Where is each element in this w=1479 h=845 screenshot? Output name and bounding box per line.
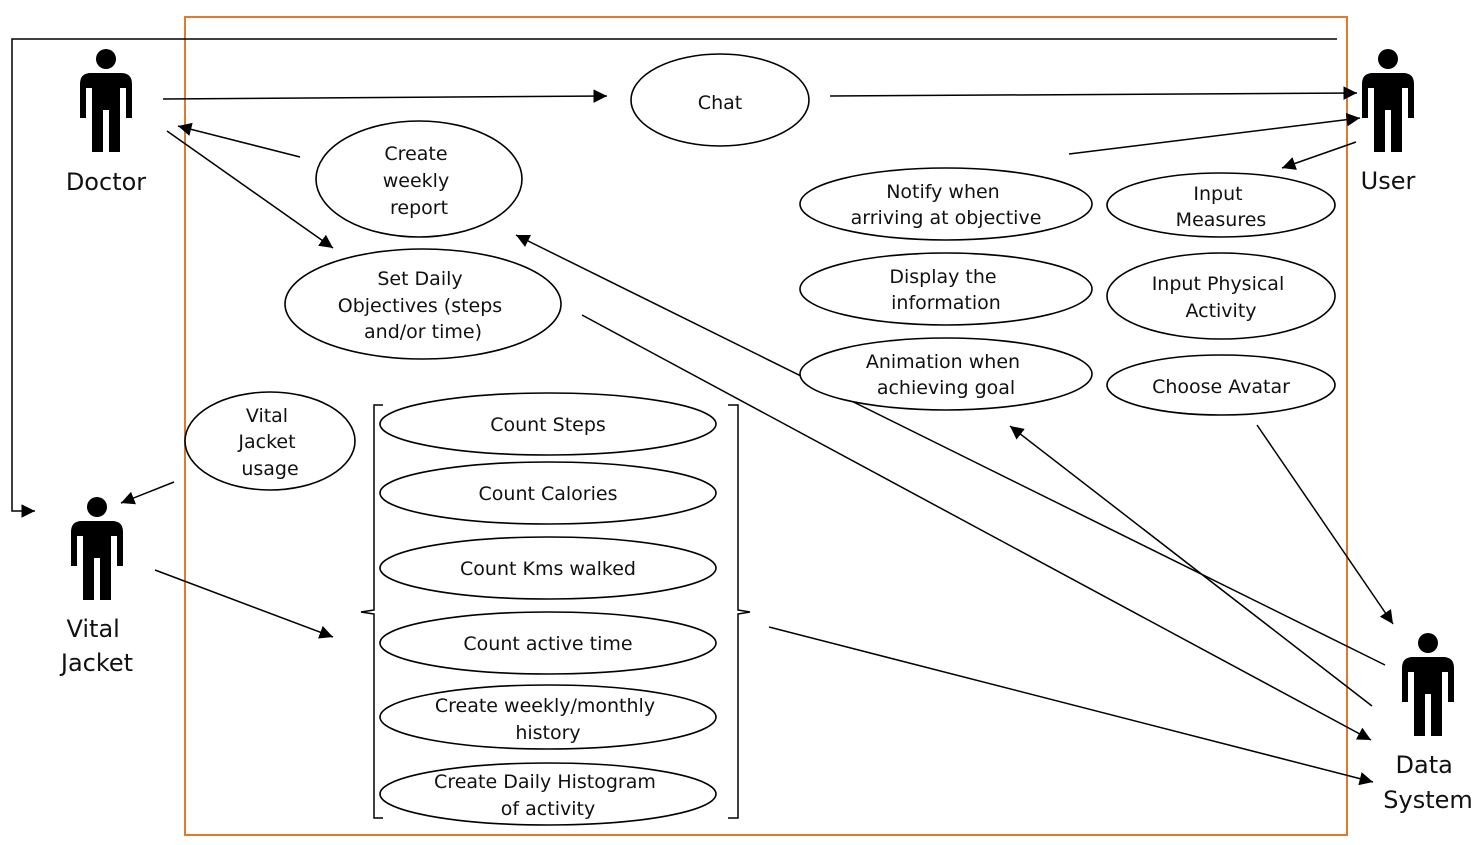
use-case-weekly-monthly-history-line: history	[515, 722, 580, 744]
right-bracket	[728, 404, 751, 819]
use-case-count-active-time[interactable]: Count active time	[379, 611, 717, 675]
svg-text:Chat: Chat	[698, 92, 742, 114]
use-case-animation-goal-line: achieving goal	[877, 377, 1015, 399]
use-case-weekly-monthly-history-line: Create weekly/monthly	[435, 695, 655, 717]
use-case-input-physical-activity-line: Input Physical	[1152, 273, 1285, 295]
use-case-count-steps[interactable]: Count Steps	[379, 392, 717, 456]
use-case-count-steps-line: Count Steps	[490, 414, 606, 436]
use-case-count-calories[interactable]: Count Calories	[379, 461, 717, 525]
use-case-notify-objective-line: Notify when	[886, 181, 1000, 203]
arrow-chat-to-user	[829, 86, 1358, 100]
svg-text:Display the informatio: Display the information	[889, 266, 1002, 314]
svg-text:Input Measures: Input Measures	[1176, 183, 1267, 231]
arrow-user-to-input-measures	[1281, 141, 1357, 170]
stick-figure-icon	[71, 497, 123, 600]
actor-data-system-label: Data System	[1383, 751, 1473, 814]
svg-text:Input Physical Activit: Input Physical Activity	[1152, 273, 1291, 322]
use-case-input-measures[interactable]: Input Measures	[1106, 172, 1336, 238]
arrow-data-system-to-report	[515, 234, 1386, 666]
svg-text:Choose Avatar: Choose Avatar	[1152, 376, 1290, 398]
arrow-counters-to-data-system	[768, 626, 1374, 786]
use-case-count-kms-line: Count Kms walked	[460, 558, 636, 580]
use-case-set-daily-objectives[interactable]: Set Daily Objectives (steps and/or time)	[284, 248, 562, 360]
use-cases: Chat Create weekly report Set Daily Obje…	[184, 53, 1336, 826]
svg-text:Create Daily Histogram: Create Daily Histogram of activity	[434, 771, 662, 820]
arrow-to-user	[1068, 112, 1361, 155]
actor-doctor[interactable]	[80, 49, 132, 152]
system-boundary	[184, 16, 1348, 836]
use-case-create-weekly-report-line: report	[390, 197, 448, 219]
actor-vital-jacket[interactable]	[71, 497, 123, 600]
use-case-set-daily-objectives-line: and/or time)	[364, 321, 482, 343]
arrow-data-system-to-animation	[1009, 425, 1373, 707]
actor-user-label: User	[1361, 167, 1416, 195]
use-case-create-weekly-report[interactable]: Create weekly report	[315, 120, 523, 238]
use-case-daily-histogram-line: of activity	[501, 798, 595, 820]
use-case-set-daily-objectives-line: Objectives (steps	[338, 295, 502, 317]
use-case-count-kms[interactable]: Count Kms walked	[379, 536, 717, 600]
use-case-notify-objective[interactable]: Notify when arriving at objective	[799, 167, 1093, 241]
svg-text:Set Daily Objectives (: Set Daily Objectives (steps and/or time)	[338, 268, 509, 343]
actor-data-system[interactable]	[1402, 633, 1454, 736]
svg-text:Count active time: Count active time	[463, 633, 632, 655]
use-case-chat[interactable]: Chat	[630, 53, 810, 147]
use-case-vital-jacket-usage-line: usage	[241, 458, 298, 480]
use-case-vital-jacket-usage-line: Vital	[246, 405, 288, 427]
actor-vital-jacket-label-line: Jacket	[59, 649, 133, 677]
arrow-vital-jacket-to-counters	[154, 569, 334, 639]
actor-doctor-label: Doctor	[66, 168, 146, 196]
svg-text:Create weekly/monthly: Create weekly/monthly history	[435, 695, 661, 744]
use-case-input-physical-activity-line: Activity	[1185, 300, 1256, 322]
actor-vital-jacket-label-line: Vital	[67, 615, 120, 643]
arrow-objectives-to-data-system	[581, 314, 1372, 741]
use-case-choose-avatar[interactable]: Choose Avatar	[1106, 354, 1336, 416]
use-case-count-active-time-line: Count active time	[463, 633, 632, 655]
use-case-animation-goal[interactable]: Animation when achieving goal	[799, 337, 1093, 411]
use-case-notify-objective-line: arriving at objective	[851, 207, 1042, 229]
svg-text:Count Kms walked: Count Kms walked	[460, 558, 636, 580]
use-case-vital-jacket-usage[interactable]: Vital Jacket usage	[184, 391, 356, 491]
actor-vital-jacket-label: Vital Jacket	[59, 615, 133, 677]
actor-user[interactable]	[1362, 49, 1414, 152]
use-case-chat-line: Chat	[698, 92, 742, 114]
svg-text:Count Calories: Count Calories	[479, 483, 618, 505]
use-case-daily-histogram-line: Create Daily Histogram	[434, 771, 656, 793]
use-case-create-weekly-report-line: Create	[384, 143, 447, 165]
arrow-usage-to-vital-jacket	[120, 481, 175, 505]
use-case-input-measures-line: Measures	[1176, 209, 1267, 231]
svg-text:Notify when arriving a: Notify when arriving at objective	[851, 181, 1042, 229]
left-bracket	[360, 404, 383, 819]
actor-data-system-label-line: System	[1383, 786, 1473, 814]
arrow-doctor-to-objectives	[166, 130, 334, 249]
use-case-input-physical-activity[interactable]: Input Physical Activity	[1106, 252, 1336, 340]
use-case-display-information-line: Display the	[889, 266, 996, 288]
use-case-display-information[interactable]: Display the information	[799, 252, 1093, 326]
arrow-doctor-to-chat	[162, 89, 608, 103]
use-case-input-measures-line: Input	[1193, 183, 1242, 205]
svg-text:Create weekly: Create weekly report	[383, 143, 456, 219]
use-case-weekly-monthly-history[interactable]: Create weekly/monthly history	[379, 684, 717, 750]
stick-figure-icon	[1362, 49, 1414, 152]
svg-text:Count Steps: Count Steps	[490, 414, 606, 436]
arrow-avatar-to-data-system	[1256, 424, 1394, 625]
svg-text:Animation when achievi: Animation when achieving goal	[866, 351, 1026, 399]
doctor-to-vital-jacket-connector	[11, 38, 1337, 518]
use-case-vital-jacket-usage-line: Jacket	[237, 431, 295, 453]
use-case-daily-histogram[interactable]: Create Daily Histogram of activity	[379, 762, 717, 826]
connections	[11, 38, 1394, 786]
actor-data-system-label-line: Data	[1396, 751, 1453, 779]
stick-figure-icon	[1402, 633, 1454, 736]
use-case-animation-goal-line: Animation when	[866, 351, 1020, 373]
svg-text:Vital Jacket u: Vital Jacket usage	[237, 405, 301, 480]
use-case-set-daily-objectives-line: Set Daily	[377, 268, 462, 290]
use-case-choose-avatar-line: Choose Avatar	[1152, 376, 1290, 398]
use-case-count-calories-line: Count Calories	[479, 483, 618, 505]
arrow-report-to-doctor	[177, 122, 301, 158]
use-case-create-weekly-report-line: weekly	[383, 170, 449, 192]
use-case-display-information-line: information	[891, 292, 1001, 314]
stick-figure-icon	[80, 49, 132, 152]
